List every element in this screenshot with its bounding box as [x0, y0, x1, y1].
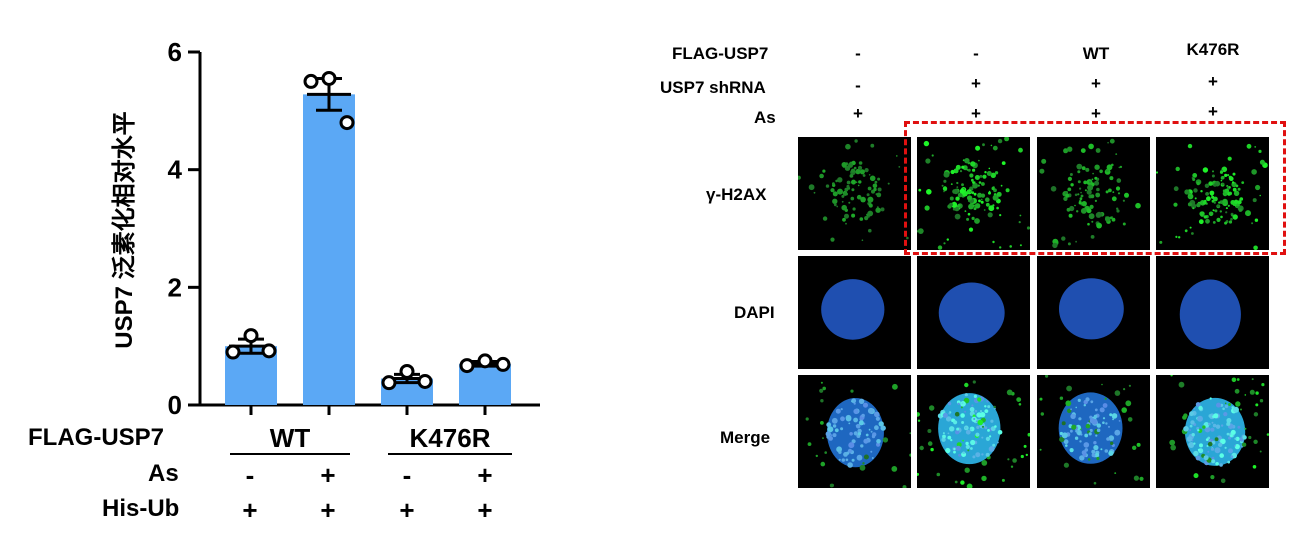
flag-value-3: WT — [1082, 44, 1110, 63]
row-name-h2ax: γ-H2AX — [706, 185, 767, 204]
micrograph-dapi-4 — [1156, 256, 1269, 369]
data-point — [339, 115, 355, 131]
bar-group — [459, 353, 511, 415]
hisub-value-4: + — [477, 495, 493, 525]
as-right-value-4: + — [1208, 102, 1218, 121]
shrna-value-4: + — [1208, 72, 1218, 91]
data-point — [399, 363, 415, 379]
y-tick-label: 2 — [168, 272, 182, 302]
bars-group — [225, 70, 511, 415]
micrograph-dapi-1 — [798, 256, 911, 369]
shrna-value-2: + — [971, 74, 981, 93]
data-point — [261, 343, 277, 359]
header-shrna-label: USP7 shRNA — [660, 78, 766, 97]
as-value-2: + — [320, 460, 336, 490]
shrna-value-3: + — [1091, 74, 1101, 93]
micrograph-merge-4 — [1156, 375, 1269, 488]
hisub-value-1: + — [242, 495, 258, 525]
bar-group — [225, 328, 277, 415]
bar-group — [303, 70, 355, 415]
micrograph-merge-3 — [1037, 375, 1150, 488]
as-right-value-3: + — [1091, 104, 1101, 123]
as-value-3: - — [402, 460, 412, 490]
data-point — [225, 344, 241, 360]
bar — [303, 94, 355, 406]
row-label-hisub: His-Ub — [102, 495, 180, 522]
group-label-k476r: K476R — [409, 423, 491, 453]
row-name-merge: Merge — [720, 428, 771, 447]
micrograph-dapi-2 — [917, 256, 1030, 369]
data-point — [321, 70, 337, 86]
data-point — [303, 73, 319, 89]
data-point — [417, 373, 433, 389]
highlight-dashed-box — [904, 121, 1286, 255]
micrograph-merge-1 — [798, 375, 911, 488]
bar-chart: 0 2 4 6 USP7 泛素化相对水平 — [110, 37, 540, 420]
micrograph-dapi-3 — [1037, 256, 1150, 369]
micrograph-h2ax-1 — [798, 137, 911, 250]
data-point — [495, 356, 511, 372]
hisub-value-2: + — [320, 495, 336, 525]
y-axis-label: USP7 泛素化相对水平 — [110, 111, 138, 348]
as-value-4: + — [477, 460, 493, 490]
y-tick-label: 6 — [168, 37, 182, 67]
micrograph-h2ax-2 — [917, 137, 1030, 250]
flag-value-4: K476R — [1186, 40, 1240, 59]
micrograph-h2ax-3 — [1037, 137, 1150, 250]
as-right-value-1: + — [853, 104, 863, 123]
header-flag-label: FLAG-USP7 — [672, 44, 769, 63]
header-as-label: As — [754, 108, 776, 127]
y-ticks: 0 2 4 6 — [168, 37, 200, 420]
hisub-value-3: + — [399, 495, 415, 525]
as-right-value-2: + — [971, 104, 981, 123]
row-name-dapi: DAPI — [734, 303, 775, 322]
data-point — [477, 353, 493, 369]
data-point — [381, 375, 397, 391]
group-line-k476r — [388, 453, 512, 455]
shrna-value-1: - — [855, 76, 861, 95]
microscopy-panel: FLAG-USP7 USP7 shRNA As - - WT K476R - +… — [640, 0, 1293, 549]
y-tick-label: 0 — [168, 390, 182, 420]
y-tick-label: 4 — [168, 155, 183, 185]
as-value-1: - — [245, 460, 255, 490]
data-point — [459, 358, 475, 374]
flag-value-2: - — [973, 44, 979, 63]
group-label-wt: WT — [269, 423, 311, 453]
data-point — [243, 328, 259, 344]
micrograph-h2ax-4 — [1156, 137, 1269, 250]
flag-value-1: - — [855, 44, 861, 63]
micrograph-merge-2 — [917, 375, 1030, 488]
row-label-as: As — [148, 460, 179, 487]
bar-group — [381, 363, 433, 415]
row-label-flag: FLAG-USP7 — [28, 424, 165, 451]
group-line-wt — [230, 453, 350, 455]
